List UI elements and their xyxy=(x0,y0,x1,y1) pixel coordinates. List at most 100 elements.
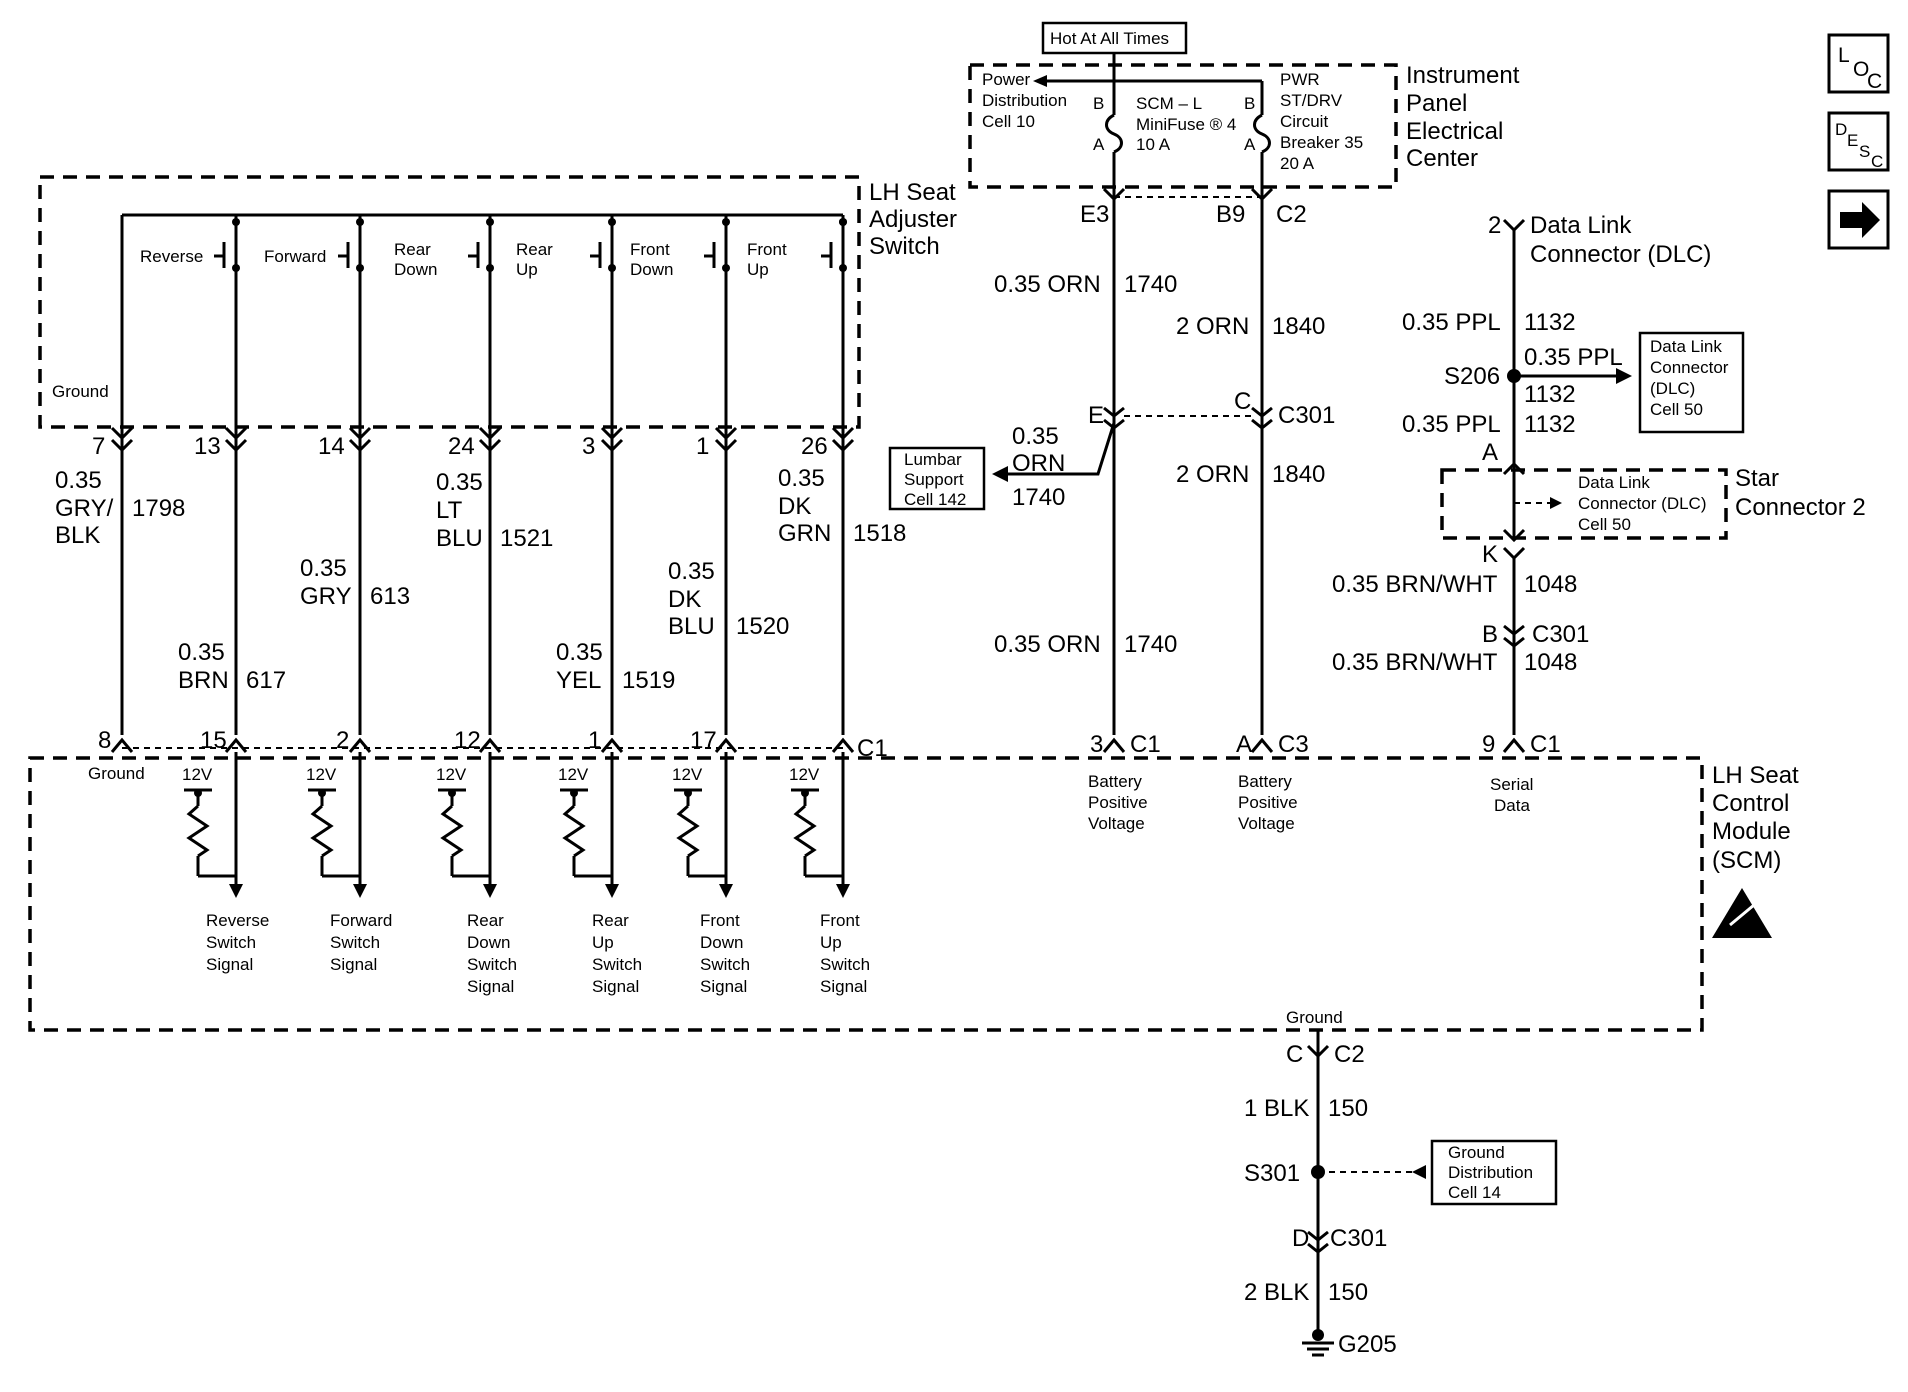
svg-text:A: A xyxy=(1236,731,1252,758)
wire-color-label: BLK xyxy=(55,522,100,549)
bus-arrow xyxy=(1033,75,1047,87)
svg-text:0.35 ORN: 0.35 ORN xyxy=(994,631,1101,658)
voltage-label: 12V xyxy=(436,765,467,784)
bottom-pin-label: 17 xyxy=(690,727,717,754)
top-pin-label: 3 xyxy=(582,433,595,460)
svg-text:Breaker 35: Breaker 35 xyxy=(1280,133,1363,152)
svg-text:150: 150 xyxy=(1328,1095,1368,1122)
signal-label: Down xyxy=(700,933,743,952)
minifuse-label: SCM – L MiniFuse ® 4 10 A xyxy=(1136,94,1236,154)
signal-label: Signal xyxy=(467,977,514,996)
svg-text:Electrical: Electrical xyxy=(1406,118,1503,145)
wire-color-label: GRN xyxy=(778,520,831,547)
svg-text:E3: E3 xyxy=(1080,201,1109,228)
svg-text:C301: C301 xyxy=(1278,402,1335,429)
wire-color-label: GRY/ xyxy=(55,495,114,522)
signal-label: Switch xyxy=(467,955,517,974)
switch-outline xyxy=(38,175,861,429)
svg-text:0.35 PPL: 0.35 PPL xyxy=(1402,411,1501,438)
svg-text:2 ORN: 2 ORN xyxy=(1176,461,1249,488)
svg-text:S: S xyxy=(1859,142,1870,161)
svg-text:LH Seat: LH Seat xyxy=(869,179,956,206)
svg-text:Cell 50: Cell 50 xyxy=(1650,400,1703,419)
svg-text:C3: C3 xyxy=(1278,731,1309,758)
svg-text:1048: 1048 xyxy=(1524,649,1577,676)
signal-label: Signal xyxy=(700,977,747,996)
svg-text:Positive: Positive xyxy=(1238,793,1298,812)
svg-text:Serial: Serial xyxy=(1490,775,1533,794)
signal-label: Rear xyxy=(467,911,504,930)
svg-text:20 A: 20 A xyxy=(1280,154,1315,173)
signal-label: Reverse xyxy=(206,911,269,930)
breaker-label: PWR ST/DRV Circuit Breaker 35 20 A xyxy=(1280,70,1363,173)
signal-label: Signal xyxy=(206,955,253,974)
desc-icon[interactable]: D E S C xyxy=(1827,111,1890,172)
wire-color-label: 0.35 xyxy=(55,467,102,494)
star-connector-outline xyxy=(1440,468,1728,540)
switch-contact-label: Rear xyxy=(394,240,431,259)
switch-contact-label: Up xyxy=(516,260,538,279)
circuit-number-label: 613 xyxy=(370,583,410,610)
svg-text:0.35 BRN/WHT: 0.35 BRN/WHT xyxy=(1332,571,1498,598)
svg-text:Connector (DLC): Connector (DLC) xyxy=(1530,241,1711,268)
svg-text:C: C xyxy=(1286,1041,1303,1068)
bottom-pin-label: 1 xyxy=(588,727,601,754)
top-pin-label: 7 xyxy=(92,433,105,460)
wire-color-label: 0.35 xyxy=(178,639,225,666)
svg-text:Battery: Battery xyxy=(1238,772,1292,791)
ground-path: C C2 1 BLK 150 S301 Ground Distribution … xyxy=(1244,1030,1558,1358)
svg-text:0.35 BRN/WHT: 0.35 BRN/WHT xyxy=(1332,649,1498,676)
next-arrow-icon[interactable] xyxy=(1827,189,1890,250)
wire-color-label: 0.35 xyxy=(778,465,825,492)
svg-text:E: E xyxy=(1088,402,1104,429)
svg-text:Cell 14: Cell 14 xyxy=(1448,1183,1501,1202)
svg-text:B9: B9 xyxy=(1216,201,1245,228)
signal-label: Switch xyxy=(820,955,870,974)
svg-text:1740: 1740 xyxy=(1124,271,1177,298)
svg-text:C1: C1 xyxy=(1130,731,1161,758)
wire-color-label: 0.35 xyxy=(300,555,347,582)
svg-text:B: B xyxy=(1244,94,1255,113)
svg-text:B: B xyxy=(1093,94,1104,113)
svg-text:150: 150 xyxy=(1328,1279,1368,1306)
signal-label: Front xyxy=(820,911,860,930)
loc-icon[interactable]: L O C xyxy=(1827,33,1890,94)
switch-contact-label: Rear xyxy=(516,240,553,259)
svg-text:Hot At All Times: Hot At All Times xyxy=(1050,29,1169,48)
signal-label: Rear xyxy=(592,911,629,930)
svg-text:0.35 PPL: 0.35 PPL xyxy=(1402,309,1501,336)
svg-text:Voltage: Voltage xyxy=(1238,814,1295,833)
top-pin-label: 14 xyxy=(318,433,345,460)
svg-text:D: D xyxy=(1835,120,1847,139)
svg-text:Connector 2: Connector 2 xyxy=(1735,494,1866,521)
svg-text:A: A xyxy=(1482,439,1498,466)
svg-text:1840: 1840 xyxy=(1272,461,1325,488)
svg-text:A: A xyxy=(1093,135,1105,154)
voltage-label: 12V xyxy=(306,765,337,784)
switch-contact-label: Reverse xyxy=(140,247,203,266)
svg-text:9: 9 xyxy=(1482,731,1495,758)
top-pin-label: 26 xyxy=(801,433,828,460)
wire-color-label: GRY xyxy=(300,583,352,610)
svg-text:Data Link: Data Link xyxy=(1650,337,1722,356)
svg-text:Cell 10: Cell 10 xyxy=(982,112,1035,131)
signal-label: Up xyxy=(820,933,842,952)
signal-label: Switch xyxy=(592,955,642,974)
module-inputs: 12VReverseSwitchSignal12VForwardSwitchSi… xyxy=(182,752,870,996)
svg-text:G205: G205 xyxy=(1338,1331,1397,1358)
svg-text:S301: S301 xyxy=(1244,1160,1300,1187)
svg-text:Battery: Battery xyxy=(1088,772,1142,791)
signal-label: Down xyxy=(467,933,510,952)
bottom-pin-label: 12 xyxy=(454,727,481,754)
svg-text:Support: Support xyxy=(904,470,964,489)
wire-color-label: DK xyxy=(778,493,811,520)
svg-text:Data: Data xyxy=(1494,796,1530,815)
